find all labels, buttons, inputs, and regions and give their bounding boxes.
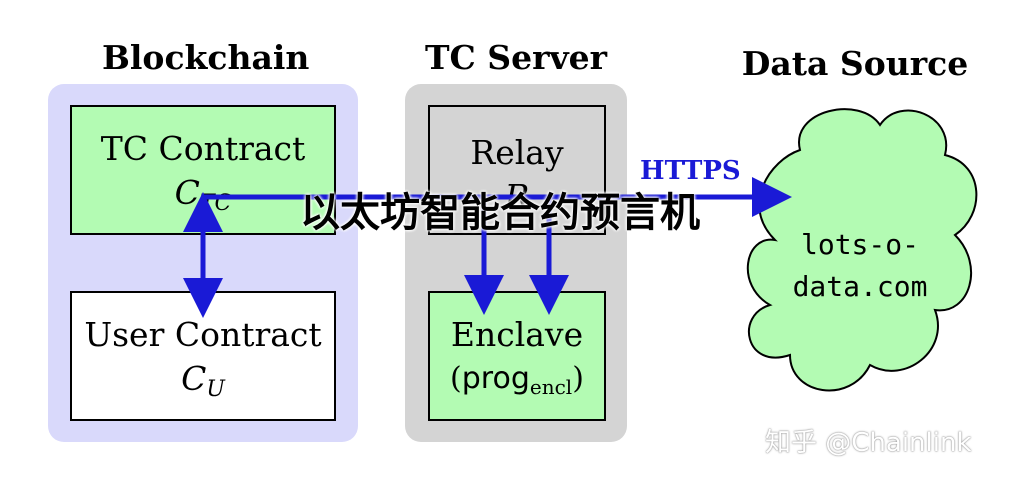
enclave-prog-subscript: encl: [529, 375, 573, 399]
tc-server-heading: TC Server: [424, 38, 608, 77]
cloud-text-line1: lots-o-: [800, 228, 919, 261]
relay-box: Relay R: [428, 105, 606, 235]
enclave-box: Enclave (progencl): [428, 291, 606, 421]
enclave-prog: (progencl): [450, 361, 584, 399]
user-contract-label: User Contract: [84, 315, 322, 354]
user-contract-symbol-letter: C: [181, 359, 207, 398]
watermark: 知乎 @Chainlink: [765, 428, 972, 458]
tc-contract-label: TC Contract: [100, 129, 306, 168]
relay-label: Relay: [470, 133, 564, 172]
user-contract-symbol: CU: [72, 359, 334, 402]
enclave-prog-text: prog: [461, 361, 530, 396]
data-source-heading: Data Source: [741, 44, 969, 83]
cloud-text-line2: data.com: [792, 270, 928, 303]
https-label: HTTPS: [640, 156, 741, 186]
blockchain-heading: Blockchain: [102, 38, 310, 77]
enclave-label: Enclave: [450, 315, 584, 354]
user-contract-symbol-subscript: U: [206, 377, 225, 402]
overlay-title: 以太坊智能合约预言机: [300, 190, 700, 236]
data-source-cloud: [746, 108, 978, 392]
